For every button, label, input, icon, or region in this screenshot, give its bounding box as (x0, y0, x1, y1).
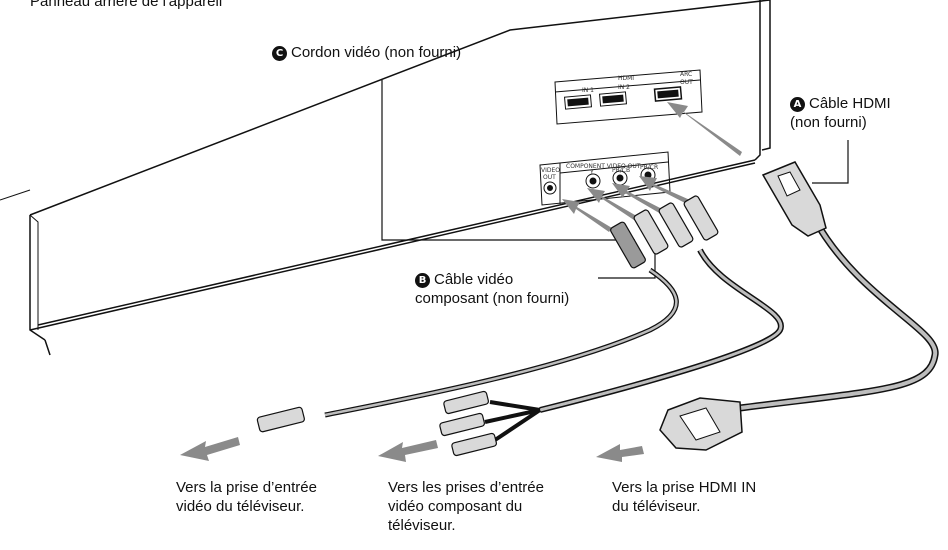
component-plugs-device (633, 195, 719, 255)
hdmi-cable (659, 161, 939, 451)
hdmi-out-port (653, 86, 683, 102)
arrow-component-pb (612, 183, 664, 214)
component-port-pr: PR/CR (640, 164, 658, 171)
composite-video-cable (256, 221, 679, 433)
hdmi-port-label-in2: IN 2 (618, 84, 630, 91)
callout-a-badge: A (790, 97, 805, 112)
arrow-video-in (562, 199, 612, 232)
callout-leaders (381, 80, 849, 279)
callout-a-line2: (non fourni) (790, 114, 867, 131)
leader-b (598, 245, 656, 279)
arrow-component-pr (639, 176, 690, 204)
video-plug-tv (256, 406, 305, 433)
hdmi-in1-port (563, 94, 593, 110)
video-out-label-bottom: OUT (543, 174, 556, 181)
hdmi-arc-label: ARC (680, 71, 692, 78)
callout-a-line1: Câble HDMI (809, 95, 891, 112)
tv-arrows (180, 437, 644, 462)
arrow-component-y (587, 188, 640, 222)
arrow-hdmi-in (667, 102, 742, 156)
callout-a: A Câble HDMI (non fourni) (790, 94, 891, 132)
page-title: Panneau arrière de l'appareil (30, 0, 223, 10)
hdmi-plug-device (761, 161, 827, 237)
video-out-jack (543, 181, 557, 195)
component-cable (439, 195, 784, 457)
callout-b: B Câble vidéo composant (non fourni) (415, 270, 569, 308)
device-rear-panel (0, 0, 771, 356)
hdmi-title: HDMI (618, 75, 634, 82)
component-port-y: Y (589, 169, 594, 176)
caption-hdmi-destination: Vers la prise HDMI IN du téléviseur. (612, 479, 757, 515)
caption-component-destination: Vers les prises d’entrée vidéo composant… (388, 479, 544, 534)
callout-b-badge: B (415, 273, 430, 288)
arrow-to-tv-component (378, 440, 438, 462)
callout-c: C Cordon vidéo (non fourni) (272, 43, 461, 62)
callout-b-line1: Câble vidéo (434, 271, 514, 288)
video-out-label-top: VIDEO (541, 167, 560, 174)
hdmi-in2-port (598, 91, 628, 107)
callout-b-line2: composant (non fourni) (415, 290, 570, 307)
component-port-pb: PB/CB (612, 167, 630, 174)
hdmi-port-label-out: OUT (680, 79, 693, 86)
hdmi-port-label-in1: IN 1 (582, 87, 594, 94)
component-plugs-tv (439, 390, 498, 457)
component-y-jack (585, 173, 601, 189)
callout-c-badge: C (272, 46, 287, 61)
video-plug-device (610, 221, 646, 269)
component-title: COMPONENT VIDEO OUT (566, 163, 641, 170)
arrow-to-tv-hdmi (596, 444, 644, 462)
hdmi-port-block (554, 69, 703, 125)
caption-video-destination: Vers la prise d’entrée vidéo du télévise… (176, 479, 317, 515)
callout-c-text: Cordon vidéo (non fourni) (291, 44, 462, 61)
leader-a (812, 140, 849, 184)
insertion-arrows (562, 102, 742, 232)
arrow-to-tv-video (180, 437, 240, 461)
leader-c (381, 80, 635, 241)
